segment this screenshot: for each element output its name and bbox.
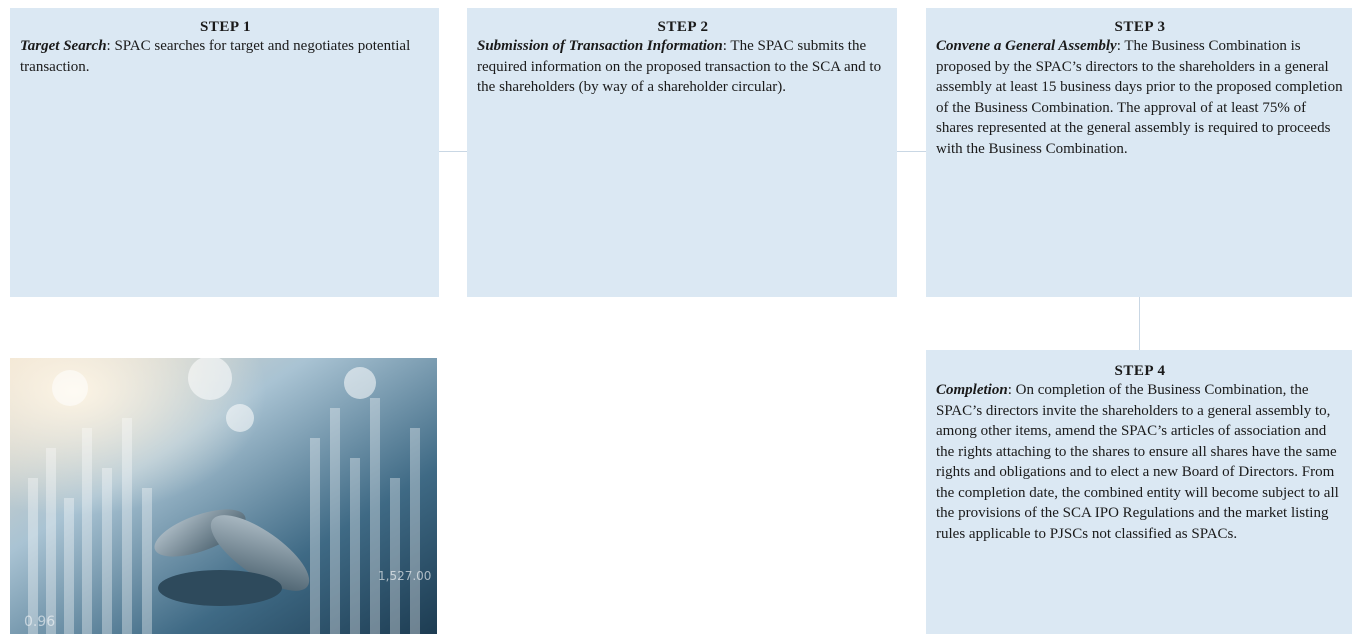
step-1-body: : SPAC searches for target and negotiate… [20, 38, 411, 75]
step-2-body: : The SPAC submits the required informat… [477, 38, 882, 95]
connector-step1-step2 [439, 151, 467, 152]
step-3-body: : The Business Combination is proposed b… [936, 38, 1343, 157]
step-1-lead: Target Search [20, 38, 107, 54]
step-1-text: Target Search: SPAC searches for target … [20, 36, 431, 77]
financial-chart-coins-photo: 1,527.00 0.96 [10, 358, 437, 634]
photo-overlay-number-2: 0.96 [24, 614, 55, 630]
step-4-heading: STEP 4 [1114, 363, 1166, 379]
connector-step3-step4 [1139, 297, 1140, 350]
step-3-box: STEP 3 Convene a General Assembly: The B… [926, 8, 1352, 297]
step-3-lead: Convene a General Assembly [936, 38, 1117, 54]
step-4-box: STEP 4 Completion: On completion of the … [926, 350, 1352, 634]
step-2-text: Submission of Transaction Information: T… [477, 36, 889, 98]
photo-overlay-number-1: 1,527.00 [378, 569, 431, 583]
step-4-body: : On completion of the Business Combinat… [936, 382, 1339, 542]
step-3-heading: STEP 3 [1114, 19, 1166, 35]
step-4-lead: Completion [936, 382, 1008, 398]
step-2-heading: STEP 2 [657, 19, 709, 35]
connector-step2-step3 [897, 151, 926, 152]
step-1-heading: STEP 1 [200, 19, 251, 35]
step-2-box: STEP 2 Submission of Transaction Informa… [467, 8, 897, 297]
step-4-text: Completion: On completion of the Busines… [936, 380, 1344, 544]
step-2-lead: Submission of Transaction Information [477, 38, 723, 54]
step-1-box: STEP 1 Target Search: SPAC searches for … [10, 8, 439, 297]
step-3-text: Convene a General Assembly: The Business… [936, 36, 1344, 159]
